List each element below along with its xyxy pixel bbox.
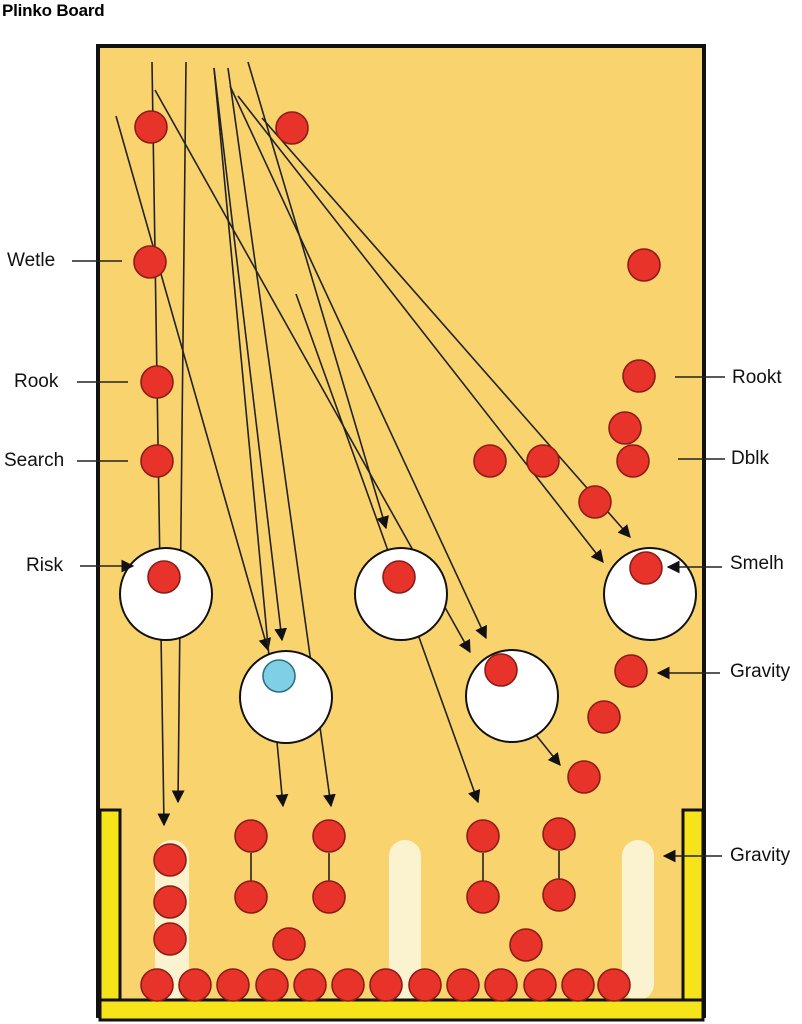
label-rook: Rook: [14, 371, 59, 392]
peg: [153, 922, 187, 956]
slot-glow: [389, 840, 421, 1000]
peg: [153, 843, 187, 877]
trajectory: [237, 95, 604, 564]
peg: [466, 819, 500, 853]
peg: [134, 110, 168, 144]
label-risk: Risk: [26, 555, 63, 576]
peg: [312, 819, 346, 853]
trajectory: [115, 115, 272, 652]
peg: [466, 880, 500, 914]
trajectory: [229, 85, 487, 640]
bottom-ball-row: [140, 968, 631, 1002]
label-leaders: [72, 260, 725, 863]
left-wall: [98, 808, 122, 1022]
ball: [523, 968, 557, 1002]
slot-glow: [622, 840, 654, 1000]
peg-connectors: [250, 851, 560, 881]
peg: [153, 885, 187, 919]
peg: [140, 365, 174, 399]
peg: [622, 359, 656, 393]
trajectory: [151, 61, 171, 827]
bumper-ring: [119, 547, 213, 641]
ball: [597, 968, 631, 1002]
ball: [446, 968, 480, 1002]
label-gravity-2: Gravity: [730, 845, 791, 866]
peg: [234, 819, 268, 853]
peg: [567, 760, 601, 794]
peg: [629, 551, 663, 585]
peg: [147, 560, 181, 594]
ball-trajectories: [115, 61, 631, 827]
trajectory: [213, 67, 287, 642]
peg: [608, 411, 642, 445]
peg: [542, 878, 576, 912]
peg: [526, 444, 560, 478]
blue-ball: [262, 659, 296, 693]
ball: [216, 968, 250, 1002]
peg: [509, 928, 543, 962]
label-smelh: Smelh: [730, 553, 784, 574]
ball: [140, 968, 174, 1002]
peg: [578, 485, 612, 519]
peg: [312, 880, 346, 914]
peg: [272, 927, 306, 961]
ball: [484, 968, 518, 1002]
ball: [561, 968, 595, 1002]
peg: [473, 444, 507, 478]
peg: [587, 700, 621, 734]
ball: [408, 968, 442, 1002]
ball: [369, 968, 403, 1002]
trajectory: [295, 293, 481, 804]
label-gravity-1: Gravity: [730, 661, 791, 682]
peg: [627, 248, 661, 282]
peg: [275, 111, 309, 145]
label-dblk: Dblk: [731, 448, 770, 469]
ball: [255, 968, 289, 1002]
ball: [293, 968, 327, 1002]
ball: [331, 968, 365, 1002]
bumper-ring: [354, 547, 448, 641]
diagram-title: Plinko Board: [2, 1, 105, 20]
trajectory: [261, 117, 631, 538]
right-wall: [681, 808, 705, 1022]
peg: [382, 560, 416, 594]
label-wetle: Wetle: [7, 250, 56, 271]
peg: [133, 245, 167, 279]
trajectory: [247, 61, 389, 530]
pegs: [133, 110, 663, 962]
label-rookt: Rookt: [732, 367, 782, 388]
peg: [234, 880, 268, 914]
slot-glow: [155, 840, 189, 1000]
trajectory: [171, 61, 187, 804]
label-search: Search: [4, 450, 65, 471]
peg: [140, 444, 174, 478]
base-rail: [98, 998, 705, 1022]
ball: [178, 968, 212, 1002]
peg: [614, 654, 648, 688]
peg: [616, 444, 650, 478]
peg: [542, 817, 576, 851]
peg: [484, 653, 518, 687]
